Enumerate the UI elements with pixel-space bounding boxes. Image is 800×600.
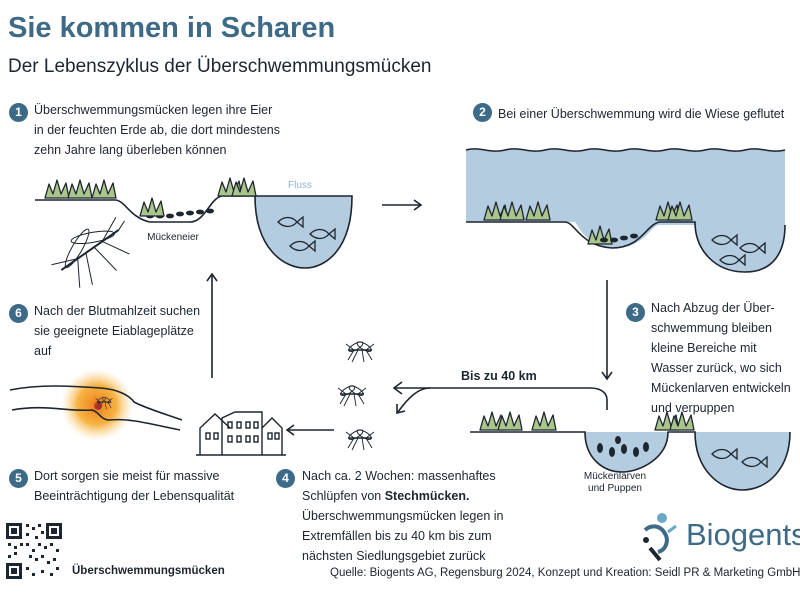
step-3-badge: 3 xyxy=(626,303,645,322)
step-4-text-post: Überschwemmungsmücken legen in Extremfäl… xyxy=(302,509,504,563)
grass-tuft xyxy=(44,179,70,199)
distance-label: Bis zu 40 km xyxy=(461,369,537,383)
mosquito-icon xyxy=(337,383,367,407)
panel-1-illustration xyxy=(35,177,353,288)
ground-line xyxy=(35,195,255,223)
qr-code[interactable] xyxy=(6,523,62,579)
mosquito-larvae xyxy=(597,436,649,457)
step-4-text-pre: Nach ca. 2 Wochen: massenhaftes Schlüpfe… xyxy=(302,469,496,503)
flood-water xyxy=(466,148,785,272)
mosquito-icon xyxy=(345,427,375,451)
arrow-5-to-1 xyxy=(206,272,218,378)
mosquito-eggs xyxy=(600,233,638,243)
larvae-label-line1: Mückenlarven xyxy=(583,471,647,482)
step-2-badge: 2 xyxy=(473,103,492,122)
step-1-text: Überschwemmungsmücken legen ihre Eier in… xyxy=(34,103,280,157)
arrow-1-to-2 xyxy=(382,199,423,211)
mosquito-icon xyxy=(345,339,375,363)
step-4-badge: 4 xyxy=(276,469,295,488)
grass-tuft xyxy=(231,177,257,197)
mosquito-icon xyxy=(51,216,130,288)
step-5-text: Dort sorgen sie meist für massive Beeint… xyxy=(34,469,235,503)
arrow-4-to-5 xyxy=(285,424,334,436)
arrow-2-to-3 xyxy=(601,280,613,381)
page-title: Sie kommen in Scharen xyxy=(8,12,336,44)
step-2-text: Bei einer Überschwemmung wird die Wiese … xyxy=(498,107,785,121)
grass-tuft xyxy=(531,411,557,431)
step-4-text-bold: Stechmücken. xyxy=(384,489,470,503)
panel-2-illustration xyxy=(465,148,786,273)
step-4-text: Nach ca. 2 Wochen: massenhaftes Schlüpfe… xyxy=(302,466,512,566)
panel-4-illustration xyxy=(337,339,375,451)
step-5-badge: 5 xyxy=(9,469,28,488)
page-subtitle: Der Lebenszyklus der Überschwemmungsmück… xyxy=(8,56,432,77)
grass-tuft xyxy=(497,411,523,431)
larvae-label-line2: und Puppen xyxy=(588,483,642,494)
river-basin xyxy=(254,195,353,269)
river-label: Fluss xyxy=(288,180,312,191)
brand-logo-text: Biogents xyxy=(686,517,800,552)
arm-bite-illustration xyxy=(9,369,183,441)
source-credit: Quelle: Biogents AG, Regensburg 2024, Ko… xyxy=(330,567,800,579)
biogents-logo-icon xyxy=(643,513,677,562)
grass-tuft xyxy=(67,179,93,199)
building-icon xyxy=(196,411,286,456)
step-6-badge: 6 xyxy=(9,304,28,323)
step-1-badge: 1 xyxy=(9,103,28,122)
grass-tuft xyxy=(91,179,117,199)
step-6-text: Nach der Blutmahlzeit suchen sie geeigne… xyxy=(34,304,201,358)
qr-caption: Überschwemmungsmücken xyxy=(72,565,225,577)
step-3-text: Nach Abzug der Über­schwemmung bleiben k… xyxy=(651,301,791,415)
arrow-3-to-4 xyxy=(392,381,608,415)
grass-tuft xyxy=(139,197,165,217)
panel-3-illustration xyxy=(470,411,791,491)
eggs-label: Mückeneier xyxy=(147,232,199,243)
